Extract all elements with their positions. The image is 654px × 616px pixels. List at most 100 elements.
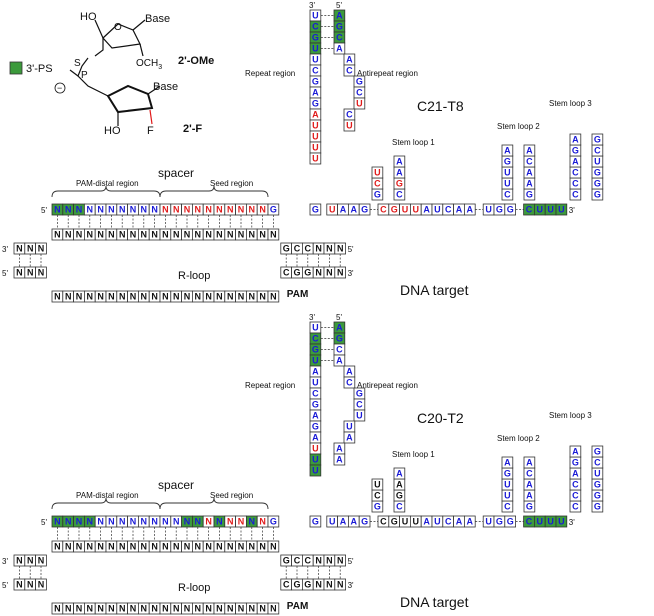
spacer-nt-letter: N [162, 205, 169, 215]
pam-top-nt-letter: C [305, 556, 312, 566]
stem3-left-nt: A [569, 445, 582, 458]
stem1-right-nt: C [393, 188, 406, 201]
nontarget-nt: N [235, 602, 247, 615]
spacer-nt: N [191, 515, 204, 528]
repeat-nt-letter: C [312, 389, 319, 399]
stem2-left-nt-letter: C [504, 502, 511, 512]
spacer-nt-letter: N [87, 205, 94, 215]
pam-bottom-nt-letter: C [283, 580, 290, 590]
seed-region-label: Seed region [210, 179, 253, 188]
pam-bottom-nt-letter: N [337, 580, 344, 590]
spacer-nt-letter: N [54, 205, 61, 215]
f-atom-label: F [147, 125, 154, 137]
tail-nt: C [442, 515, 454, 528]
target-nt: N [213, 228, 226, 241]
r-loop-label: R-loop [178, 582, 210, 594]
nontarget-nt: N [256, 602, 269, 615]
tail-nt: U [399, 203, 411, 216]
target-nt-letter: N [87, 542, 94, 552]
spacer-nt: N [202, 203, 215, 216]
nontarget-nt: N [51, 602, 64, 615]
nontarget-nt: N [94, 290, 107, 303]
spacer-nt: N [84, 203, 96, 216]
target-nt-letter: N [205, 230, 212, 240]
antirepeat-nt-letter: A [336, 44, 343, 54]
target-nt-letter: N [54, 230, 61, 240]
nontarget-nt: N [170, 602, 183, 615]
tail-nt: A [347, 203, 360, 216]
antirepeat-nt: C [343, 64, 356, 77]
left-bottom-nt: N [35, 578, 47, 591]
tail-nt-letter: G [496, 205, 503, 215]
spacer-nt: N [235, 203, 247, 216]
target-nt: N [148, 540, 161, 553]
repeat-nt: U [309, 442, 322, 455]
tail-nt: G [388, 203, 400, 216]
stem3-left-nt-letter: C [572, 168, 579, 178]
stem2-left-nt-letter: A [504, 458, 511, 468]
nontarget-nt-letter: N [76, 604, 83, 614]
target-nt-letter: N [195, 542, 202, 552]
stem2-right-nt-letter: A [526, 491, 533, 501]
tail-nt-letter: A [340, 517, 347, 527]
target-nt: N [170, 540, 183, 553]
target-nt-letter: N [97, 542, 104, 552]
spacer-nt: N [202, 515, 215, 528]
stem1-right-nt: G [393, 489, 406, 502]
nontarget-nt-letter: N [162, 604, 169, 614]
repeat-nt: A [309, 431, 322, 444]
nontarget-nt: N [191, 290, 204, 303]
ps-label: 3'-PS [26, 63, 53, 75]
ho-top-label: HO [80, 11, 97, 23]
target-nt: N [62, 228, 74, 241]
tail-nt-letter: U [413, 517, 420, 527]
repeat-nt-letter: U [312, 356, 319, 366]
stem2-left-nt: C [501, 188, 514, 201]
tail-3prime-label: 3' [569, 206, 575, 215]
spacer-5prime-label: 5' [41, 518, 47, 527]
pam-bottom-nt: N [312, 266, 325, 279]
stem3-right-nt-box [591, 445, 604, 458]
repeat-nt: C [309, 387, 322, 400]
spacer-nt: N [191, 203, 204, 216]
repeat-nt-letter: A [312, 433, 319, 443]
repeat-nt-letter: U [312, 55, 319, 65]
stem2-left-nt-letter: U [504, 179, 511, 189]
pam-5prime-label: 5' [348, 245, 354, 254]
nontarget-nt-letter: N [65, 292, 72, 302]
target-nt-letter: N [97, 230, 104, 240]
spacer-5prime-label: 5' [41, 206, 47, 215]
pam-top-nt-letter: N [337, 556, 344, 566]
stem2-left-nt: U [501, 478, 514, 491]
nontarget-nt: N [181, 290, 193, 303]
repeat-nt-letter: A [312, 411, 319, 421]
stem2-right-nt-letter: A [526, 480, 533, 490]
stem1-left-nt-letter: C [374, 179, 381, 189]
tail-nt: U [431, 203, 444, 216]
nontarget-nt-letter: N [151, 292, 158, 302]
stem1-right-nt: A [393, 478, 406, 491]
left-3prime-label: 3' [2, 557, 8, 566]
pam-top-nt-letter: G [283, 244, 290, 254]
tail-nt-letter: U [558, 205, 565, 215]
tail-nt: G [493, 515, 506, 528]
tail-nt: U [409, 515, 422, 528]
spacer-nt-letter: N [54, 517, 61, 527]
pam-top-nt: N [312, 554, 325, 567]
pam-3prime-label: 3' [348, 581, 354, 590]
antirepeat-nt-box [343, 376, 356, 389]
nontarget-nt-letter: N [119, 604, 126, 614]
spacer-nt-letter: N [108, 205, 115, 215]
tail-nt-letter: U [329, 517, 336, 527]
spacer-nt-letter: N [238, 517, 245, 527]
stem1-right-nt-letter: C [396, 502, 403, 512]
target-nt: N [235, 228, 247, 241]
ho-bottom-label: HO [104, 125, 121, 137]
stem3-left-nt: C [569, 489, 582, 502]
pam-top-nt-letter: N [315, 556, 322, 566]
pam-bottom-nt-letter: N [337, 268, 344, 278]
spacer-nt: G [267, 515, 280, 528]
antirepeat-nt-letter: G [336, 334, 343, 344]
stem1-left-nt: G [371, 188, 384, 201]
spacer-nt-letter: N [141, 205, 148, 215]
